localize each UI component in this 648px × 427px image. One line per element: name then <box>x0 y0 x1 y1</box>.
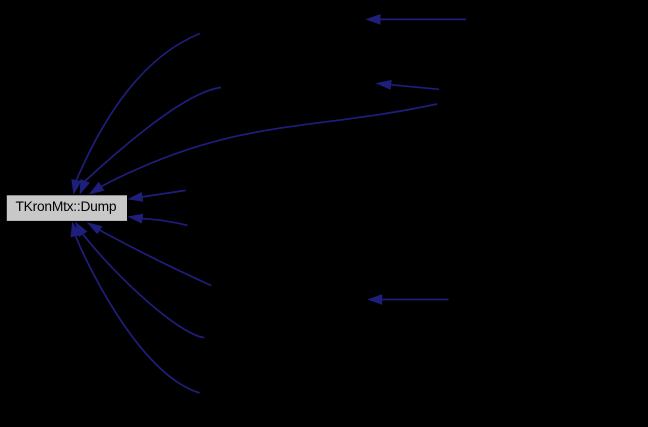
svg-text:TKronMtx::Dump: TKronMtx::Dump <box>16 199 117 214</box>
